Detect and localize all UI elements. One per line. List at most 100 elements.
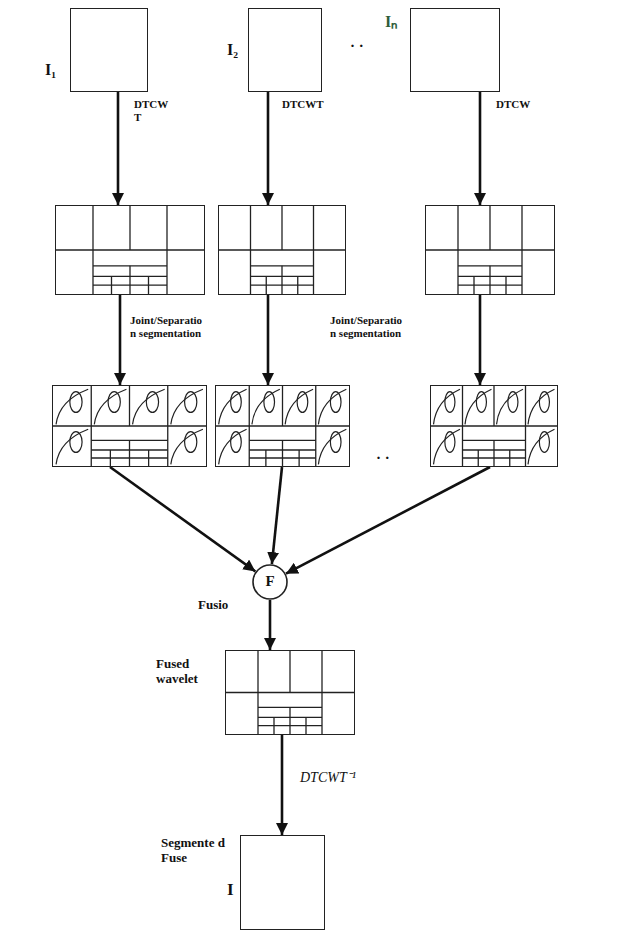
flow-arrow [119,295,122,385]
grid-line [305,717,306,734]
grid-line [505,276,506,294]
grid-line [257,651,258,693]
grid-line [250,250,251,294]
grid-line [457,206,458,250]
grid-line [315,386,316,426]
region-curve [56,389,88,424]
grid-line [282,440,283,466]
grid-line [525,386,526,426]
fusion-label: Fusio [198,598,228,613]
grid-line [166,206,167,250]
region-curve [94,389,126,424]
region-curve [171,429,203,464]
segmented-subbands [52,385,207,467]
fusion-circle: F [252,564,288,600]
grid-line [478,450,479,466]
node-label: Iₙ [385,13,397,31]
grid-line [92,206,93,250]
node-label: Segmente d Fuse [161,836,225,866]
grid-line [249,386,250,426]
grid-line [298,450,299,466]
region-curve [252,389,280,424]
grid-line [493,386,494,426]
grid-line [111,276,112,294]
flow-arrow [267,295,270,385]
grid-line [129,440,130,466]
grid-line [219,249,345,250]
region-curve [318,389,346,424]
flow-arrow [479,295,482,385]
flow-arrow [479,92,482,205]
wavelet-subbands [425,205,555,295]
grid-line [521,206,522,250]
edge-label: DTCW T [134,98,172,123]
grid-line [493,440,494,466]
node-label: I₂ [227,41,238,59]
grid-line [462,426,463,466]
grid-line [315,426,316,466]
grid-line [289,707,290,734]
node-sublabel: I [227,880,234,900]
flow-arrow [117,92,120,205]
grid-line [426,249,554,250]
segmentation-map [216,386,349,466]
region-curve [465,389,491,424]
segmented-subbands [430,385,558,467]
subband-grid [226,651,354,734]
grid-line [53,425,206,426]
grid-line [273,717,274,734]
wavelet-subbands [55,205,205,295]
segmentation-map [53,386,206,466]
grid-line [56,249,204,250]
grid-line [281,266,282,294]
edge-label: DTCWT [282,98,324,111]
grid-line [167,386,168,426]
edge-label: DTCW [496,98,530,111]
flow-arrow [281,735,284,835]
input-image: I₂ [248,8,322,92]
grid-line [473,276,474,294]
flow-arrow [269,600,272,650]
grid-line [148,276,149,294]
grid-line [321,651,322,693]
grid-line [129,266,130,294]
grid-line [457,250,458,294]
grid-line [297,276,298,294]
edge-label: Joint/Separatio n segmentation [130,314,206,339]
edge-label: Joint/Separatio n segmentation [330,314,406,339]
region-curve [133,389,165,424]
grid-line [313,250,314,294]
grid-line [313,206,314,250]
grid-line [216,425,349,426]
grid-line [91,386,92,426]
ellipsis-mark: · · [350,38,364,55]
region-curve [219,389,247,424]
grid-line [265,450,266,466]
grid-line [110,450,111,466]
region-curve [434,389,460,424]
grid-line [250,206,251,250]
grid-line [166,250,167,294]
region-curve [171,389,203,424]
subband-grid [426,206,554,294]
region-curve [285,389,313,424]
wavelet-subbands [218,205,346,295]
grid-line [92,250,93,294]
input-image: Iₙ [410,8,500,92]
region-curve [219,429,247,464]
flow-arrow [110,467,255,571]
grid-line [525,426,526,466]
grid-line [321,693,322,735]
grid-line [521,250,522,294]
fused-wavelet: Fused wavelet [225,650,355,735]
region-curve [497,389,523,424]
grid-line [148,450,149,466]
grid-line [266,276,267,294]
subband-grid [56,206,204,294]
flow-arrow [286,467,490,574]
ellipsis-mark: · · [376,450,390,467]
